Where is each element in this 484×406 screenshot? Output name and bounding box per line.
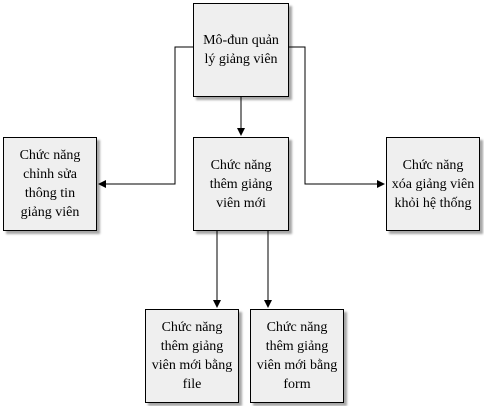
node-add-lecturer-by-file: Chức năng thêm giảng viên mới bằng file [145, 309, 239, 403]
node-lecturer-management-module: Mô-đun quản lý giảng viên [193, 3, 289, 97]
connector-root-to-edit [98, 46, 193, 188]
node-label: Chức năng chỉnh sửa thông tin giảng viên [19, 148, 81, 220]
node-add-lecturer: Chức năng thêm giảng viên mới [193, 137, 289, 231]
connector-root-to-delete [289, 46, 385, 188]
node-label: Mô-đun quản lý giảng viên [203, 33, 279, 67]
node-label: Chức năng xóa giảng viên khỏi hệ thống [391, 157, 475, 211]
node-label: Chức năng thêm giảng viên mới bằng file [151, 320, 233, 392]
node-delete-lecturer: Chức năng xóa giảng viên khỏi hệ thống [386, 137, 480, 231]
node-edit-lecturer: Chức năng chỉnh sửa thông tin giảng viên [3, 137, 97, 231]
node-add-lecturer-by-form: Chức năng thêm giảng viên mới bằng form [250, 309, 344, 403]
node-label: Chức năng thêm giảng viên mới bằng form [256, 320, 338, 392]
node-label: Chức năng thêm giảng viên mới [209, 157, 273, 211]
